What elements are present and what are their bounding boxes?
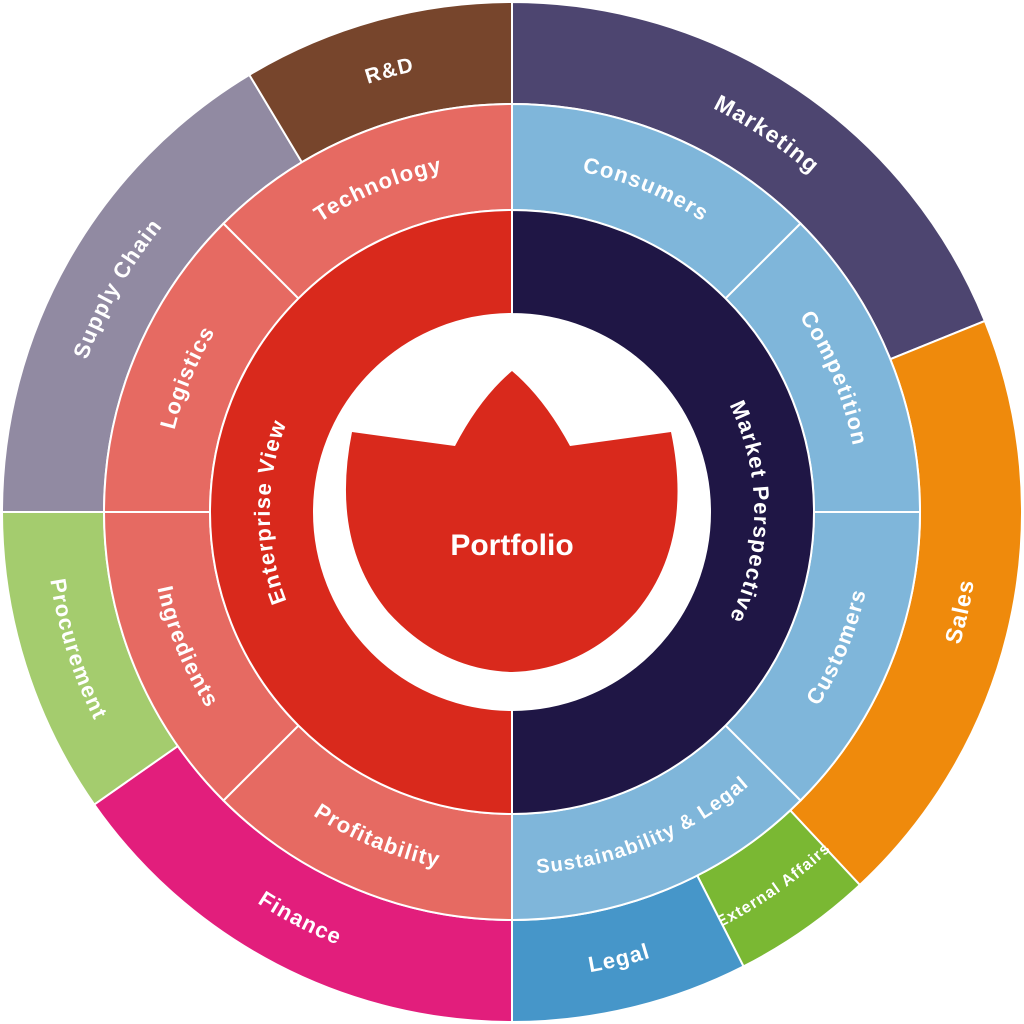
center-core: Portfolio [314,314,710,710]
segment-market-perspective [511,208,815,816]
middle-ring: ConsumersCompetitionCustomersSustainabil… [102,102,922,922]
center-label: Portfolio [450,529,573,562]
segment-enterprise-view [209,208,513,816]
lotus-icon [345,371,678,672]
